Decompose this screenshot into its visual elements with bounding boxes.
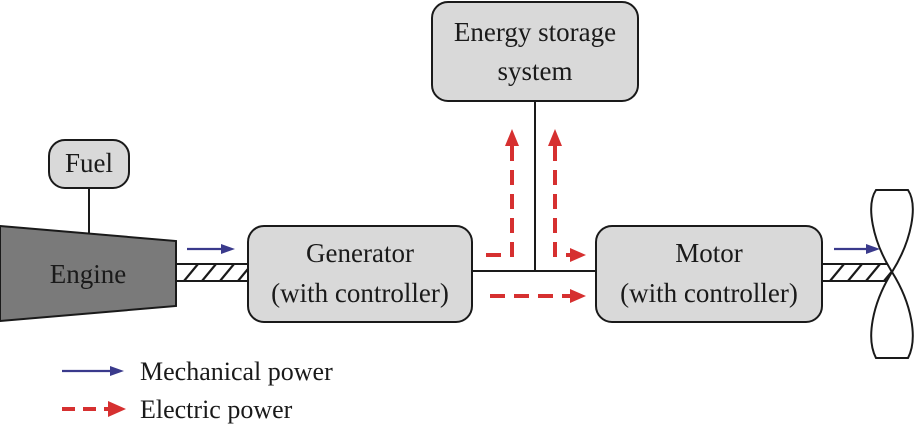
shaft-hatching bbox=[183, 264, 248, 281]
motor-label-line1: Motor bbox=[675, 238, 743, 268]
fuel-label: Fuel bbox=[65, 148, 113, 178]
energy-storage-label-line1: Energy storage bbox=[454, 17, 616, 47]
legend-electric-arrowhead bbox=[108, 401, 126, 417]
propeller-icon bbox=[870, 189, 914, 274]
energy-storage-label-line2: system bbox=[497, 56, 572, 86]
engine-node bbox=[0, 224, 177, 323]
mechanical-arrowhead-motor bbox=[866, 244, 880, 254]
legend-electric-label: Electric power bbox=[140, 395, 293, 424]
electric-arrowhead-motor-upper bbox=[570, 248, 586, 262]
energy-storage-node bbox=[431, 1, 639, 102]
electric-arrow-storage-to-motor bbox=[553, 146, 572, 257]
electric-arrowhead-storage-right bbox=[548, 129, 562, 146]
generator-label-line1: Generator bbox=[306, 238, 414, 268]
propeller-blade-lower bbox=[870, 270, 914, 359]
shaft-hatching-2 bbox=[829, 264, 892, 281]
generator-node bbox=[247, 225, 473, 323]
engine-label: Engine bbox=[50, 259, 126, 289]
legend-mechanical-arrowhead bbox=[110, 366, 124, 376]
electric-arrowhead-motor-lower bbox=[570, 289, 586, 303]
electric-arrowhead-storage-left bbox=[505, 129, 519, 146]
legend-mechanical-label: Mechanical power bbox=[140, 357, 333, 386]
electric-arrow-generator-to-storage bbox=[486, 146, 514, 257]
mechanical-arrowhead-engine bbox=[221, 244, 235, 254]
generator-label-line2: (with controller) bbox=[271, 278, 449, 308]
motor-label-line2: (with controller) bbox=[620, 278, 798, 308]
